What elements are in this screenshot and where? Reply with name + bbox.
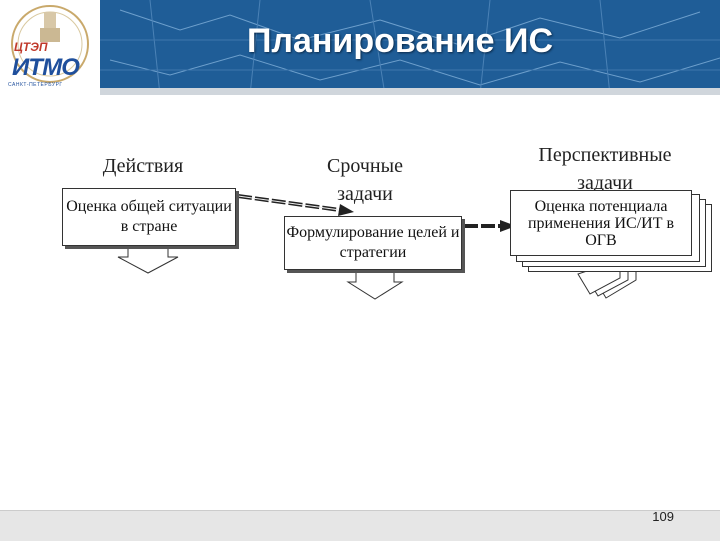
- logo-city-text: САНКТ-ПЕТЕРБУРГ: [8, 82, 63, 88]
- logo-ctep-text: ЦТЭП: [14, 40, 48, 54]
- logo-emblem: [11, 5, 89, 83]
- down-arrow-formulation: [346, 267, 404, 300]
- page-number: 109: [652, 509, 674, 524]
- arrowhead-potential: [500, 220, 516, 232]
- itmo-logo: ЦТЭП ИТМО САНКТ-ПЕТЕРБУРГ: [0, 0, 100, 95]
- box-potential: Оценка потенциала применения ИС/ИТ в ОГВ: [510, 190, 692, 256]
- slide-title: Планирование ИС: [246, 22, 554, 60]
- header-banner: ЦТЭП ИТМО САНКТ-ПЕТЕРБУРГ Планирование И…: [0, 0, 720, 95]
- box-formulation: Формулирование целей и стратегии: [284, 216, 462, 270]
- map-background: [0, 0, 720, 95]
- column-urgent: Срочные задачи: [327, 155, 403, 205]
- logo-itmo-text: ИТМО: [12, 54, 80, 81]
- arrowhead-formulation: [338, 204, 354, 216]
- column-actions: Действия: [102, 155, 184, 177]
- down-arrow-assessment: [117, 246, 179, 274]
- box-assessment: Оценка общей ситуации в стране: [62, 188, 236, 246]
- column-prospective: Перспективные задачи: [538, 144, 672, 194]
- footer-bar: [0, 510, 720, 541]
